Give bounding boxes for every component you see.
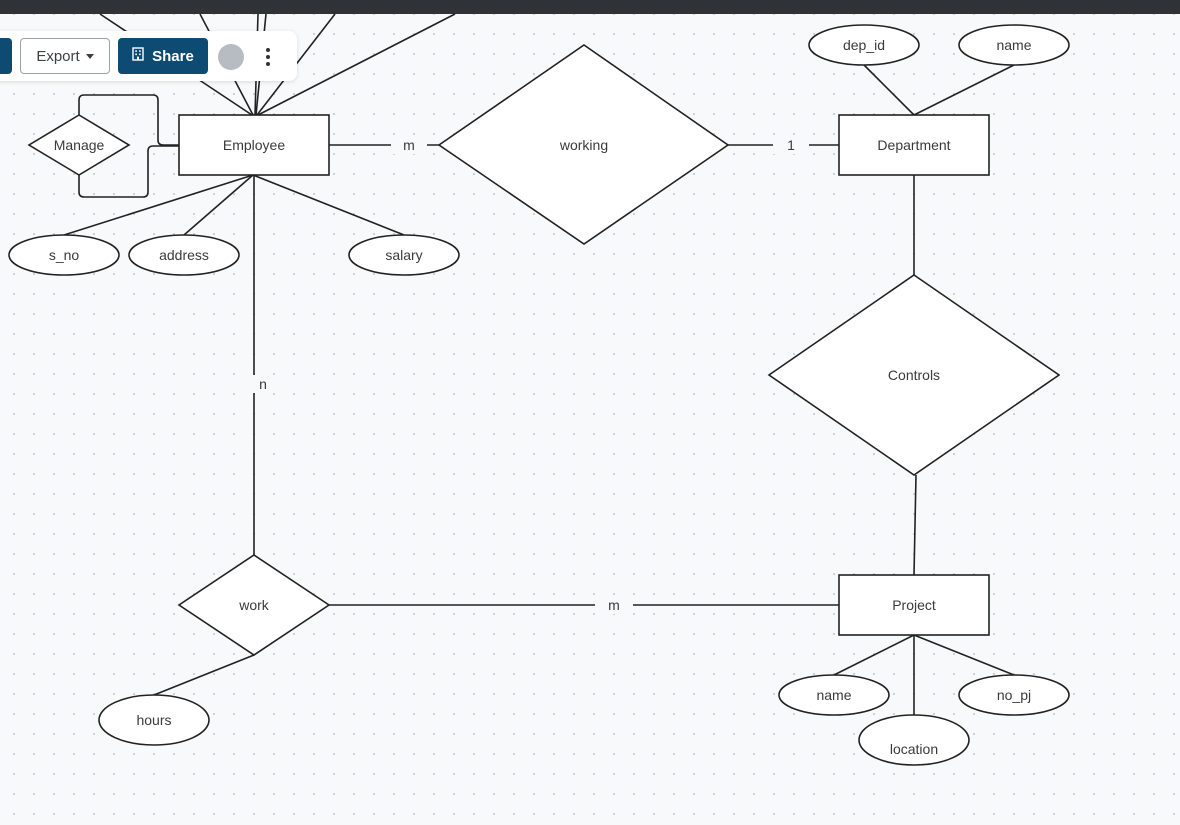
attribute-no_pj-label: no_pj (997, 687, 1031, 703)
attribute-project-name[interactable]: name (778, 674, 890, 716)
entity-project[interactable]: Project (838, 574, 990, 636)
attribute-salary-label: salary (385, 247, 422, 263)
entity-project-label: Project (892, 597, 936, 613)
attribute-s_no-label: s_no (49, 247, 80, 263)
avatar[interactable] (218, 44, 244, 70)
attribute-dep_id[interactable]: dep_id (808, 24, 920, 66)
main-menu-button[interactable] (0, 38, 12, 74)
cardinality-working-department: 1 (787, 137, 795, 153)
line-department-dep_id (863, 64, 915, 116)
relationship-work[interactable]: work (177, 554, 331, 656)
floating-toolbar: Export Share (0, 31, 297, 81)
line-employee-offscreen-5 (257, 13, 456, 116)
relationship-work-label: work (238, 597, 270, 613)
more-options-icon[interactable] (258, 44, 278, 70)
line-employee-salary (252, 174, 405, 236)
cardinality-employee-working: m (403, 137, 415, 153)
line-project-no_pj (913, 634, 1015, 676)
line-controls-project (913, 474, 917, 576)
attribute-project-name-label: name (816, 687, 851, 703)
relationship-working-label: working (559, 137, 608, 153)
cardinality-work-project: m (608, 597, 620, 613)
share-button[interactable]: Share (118, 38, 208, 74)
line-work-hours (153, 654, 255, 696)
relationship-controls[interactable]: Controls (767, 274, 1061, 476)
attribute-dep_id-label: dep_id (843, 37, 885, 53)
attribute-address-label: address (159, 247, 209, 263)
relationship-manage[interactable]: Manage (27, 114, 131, 176)
attribute-department-name[interactable]: name (958, 24, 1070, 66)
attribute-no_pj[interactable]: no_pj (958, 674, 1070, 716)
export-button[interactable]: Export (20, 38, 110, 74)
entity-employee-label: Employee (223, 137, 285, 153)
line-employee-address (183, 174, 254, 236)
relationship-manage-label: Manage (54, 137, 105, 153)
export-button-label: Export (36, 47, 80, 65)
attribute-s_no[interactable]: s_no (8, 234, 120, 276)
line-manage-loop-top (78, 94, 179, 146)
attribute-location-label: location (890, 741, 938, 757)
attribute-salary[interactable]: salary (348, 234, 460, 276)
attribute-location[interactable]: location (858, 714, 970, 766)
chevron-down-icon (85, 53, 94, 59)
relationship-controls-label: Controls (888, 367, 940, 383)
share-button-label: Share (152, 47, 194, 65)
line-manage-loop-bottom (78, 145, 179, 198)
attribute-hours[interactable]: hours (98, 694, 210, 746)
entity-department[interactable]: Department (838, 114, 990, 176)
cardinality-employee-work: n (259, 376, 267, 392)
attribute-hours-label: hours (136, 712, 171, 728)
entity-department-label: Department (877, 137, 950, 153)
attribute-department-name-label: name (996, 37, 1031, 53)
relationship-working[interactable]: working (437, 44, 730, 245)
attribute-address[interactable]: address (128, 234, 240, 276)
entity-employee[interactable]: Employee (178, 114, 330, 176)
window-top-bar (0, 0, 1180, 14)
line-employee-s_no (63, 174, 254, 236)
cardinality-labels: m 1 n m (250, 136, 809, 614)
building-icon (132, 47, 144, 65)
line-department-name (913, 64, 1015, 116)
line-project-name (833, 634, 915, 676)
